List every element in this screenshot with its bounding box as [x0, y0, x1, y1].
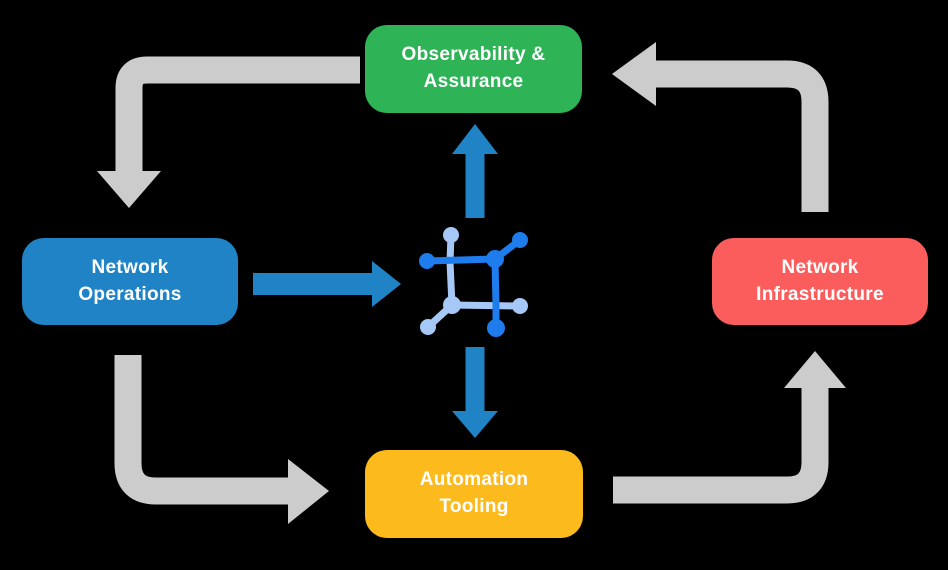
node-network-infrastructure: Network Infrastructure — [712, 238, 928, 325]
node-label-line: Network — [781, 256, 859, 278]
flow-arrow-operations-to-hub — [253, 261, 401, 307]
flow-arrow-hub-to-automation — [452, 347, 498, 438]
node-automation-tooling: Automation Tooling — [365, 450, 583, 538]
cycle-arrow-operations-to-automation — [114, 355, 329, 524]
node-network-operations: Network Operations — [22, 238, 238, 325]
cycle-arrow-observability-to-operations — [97, 56, 360, 208]
node-label-line: Tooling — [439, 496, 509, 517]
node-observability-assurance: Observability & Assurance — [365, 25, 582, 113]
flow-arrow-hub-to-observability — [452, 124, 498, 218]
node-label-line: Automation — [419, 469, 529, 491]
node-label-line: Network — [91, 256, 169, 278]
node-label-line: Operations — [78, 283, 182, 305]
node-label-line: Infrastructure — [756, 283, 884, 305]
node-label-line: Observability & — [401, 44, 546, 66]
cycle-arrow-infrastructure-to-observability — [612, 42, 829, 212]
cycle-arrow-automation-to-infrastructure — [613, 351, 846, 504]
network-hub-icon — [419, 227, 528, 337]
node-label-line: Assurance — [423, 71, 524, 92]
